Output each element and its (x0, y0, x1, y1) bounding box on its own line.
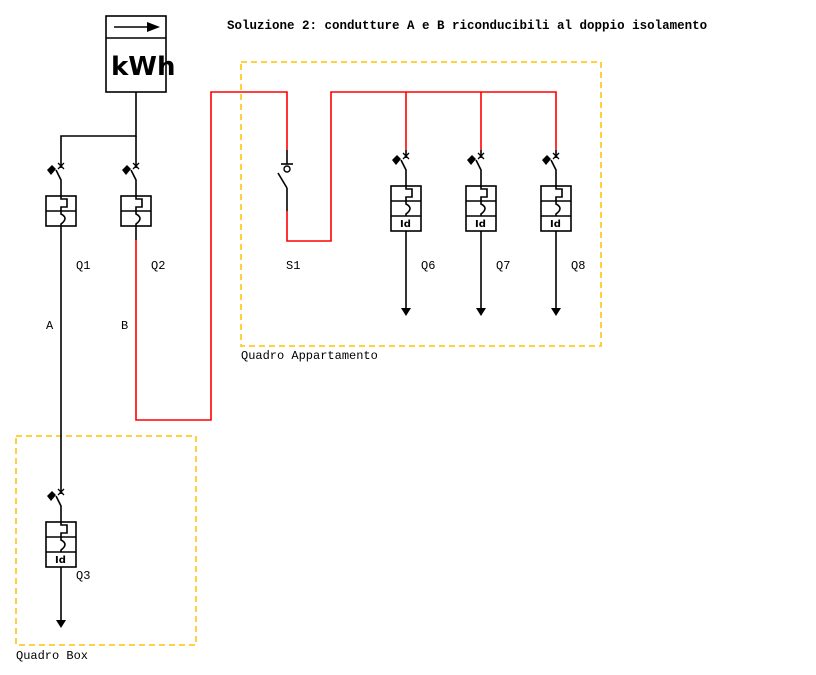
magnetic-trip-icon (555, 201, 561, 216)
actuator-handle-icon (467, 155, 476, 165)
id-label-q6: Id (400, 219, 411, 230)
magnetic-trip-icon (60, 537, 66, 552)
arrow-down-icon (56, 620, 66, 628)
breaker-q6: Q6 Id (390, 150, 435, 316)
magnetic-trip-icon (480, 201, 486, 216)
contact-cross-icon (552, 152, 560, 160)
breaker-blade (550, 159, 557, 186)
device-label-q3: Q3 (76, 569, 90, 583)
meter-label: kWh (111, 52, 175, 82)
breaker-blade (55, 169, 62, 196)
actuator-handle-icon (542, 155, 551, 165)
device-label-q8: Q8 (571, 259, 585, 273)
conductor-a-label: A (46, 319, 54, 333)
energy-meter: kWh (105, 15, 175, 93)
thermal-trip-icon (405, 186, 413, 201)
panel-box-label: Quadro Box (16, 649, 88, 663)
distribution-bus-red (286, 91, 557, 242)
breaker-q2: Q2 (120, 160, 165, 273)
switch-blade (277, 172, 288, 189)
actuator-handle-icon (122, 165, 131, 175)
magnetic-trip-icon (405, 201, 411, 216)
magnetic-trip-icon (60, 211, 66, 226)
breaker-blade (130, 169, 137, 196)
thermal-trip-icon (135, 196, 143, 211)
panel-appartamento (240, 61, 602, 347)
id-label-q8: Id (550, 219, 561, 230)
contact-cross-icon (57, 488, 65, 496)
switch-s1: S1 (277, 150, 300, 273)
contact-cross-icon (57, 162, 65, 170)
breaker-blade (475, 159, 482, 186)
contact-cross-icon (132, 162, 140, 170)
device-label-s1: S1 (286, 259, 300, 273)
device-label-q1: Q1 (76, 259, 90, 273)
breaker-q3: Q3 Id (45, 486, 90, 628)
panel-box (15, 435, 197, 646)
actuator-handle-icon (392, 155, 401, 165)
id-label-q3: Id (55, 555, 66, 566)
magnetic-trip-icon (135, 211, 141, 226)
bus-main (60, 92, 137, 160)
thermal-trip-icon (480, 186, 488, 201)
breaker-body (45, 521, 77, 568)
arrow-down-icon (551, 308, 561, 316)
device-label-q6: Q6 (421, 259, 435, 273)
conductor-b (135, 91, 288, 421)
switch-contact-circle (283, 165, 291, 173)
arrow-down-icon (476, 308, 486, 316)
breaker-q7: Q7 Id (465, 150, 510, 316)
id-label-q7: Id (475, 219, 486, 230)
actuator-handle-icon (47, 165, 56, 175)
breaker-q1: Q1 (45, 160, 90, 273)
actuator-handle-icon (47, 491, 56, 501)
arrow-down-icon (401, 308, 411, 316)
device-label-q7: Q7 (496, 259, 510, 273)
thermal-trip-icon (555, 186, 563, 201)
contact-cross-icon (402, 152, 410, 160)
device-label-q2: Q2 (151, 259, 165, 273)
breaker-blade (400, 159, 407, 186)
panel-appartamento-label: Quadro Appartamento (241, 349, 378, 363)
thermal-trip-icon (60, 196, 68, 211)
diagram-title: Soluzione 2: condutture A e B riconducib… (227, 19, 707, 33)
thermal-trip-icon (60, 522, 68, 537)
breaker-blade (55, 495, 62, 522)
contact-cross-icon (477, 152, 485, 160)
breaker-q8: Q8 Id (540, 150, 585, 316)
conductor-b-label: B (121, 319, 128, 333)
arrow-right-icon (114, 22, 160, 32)
